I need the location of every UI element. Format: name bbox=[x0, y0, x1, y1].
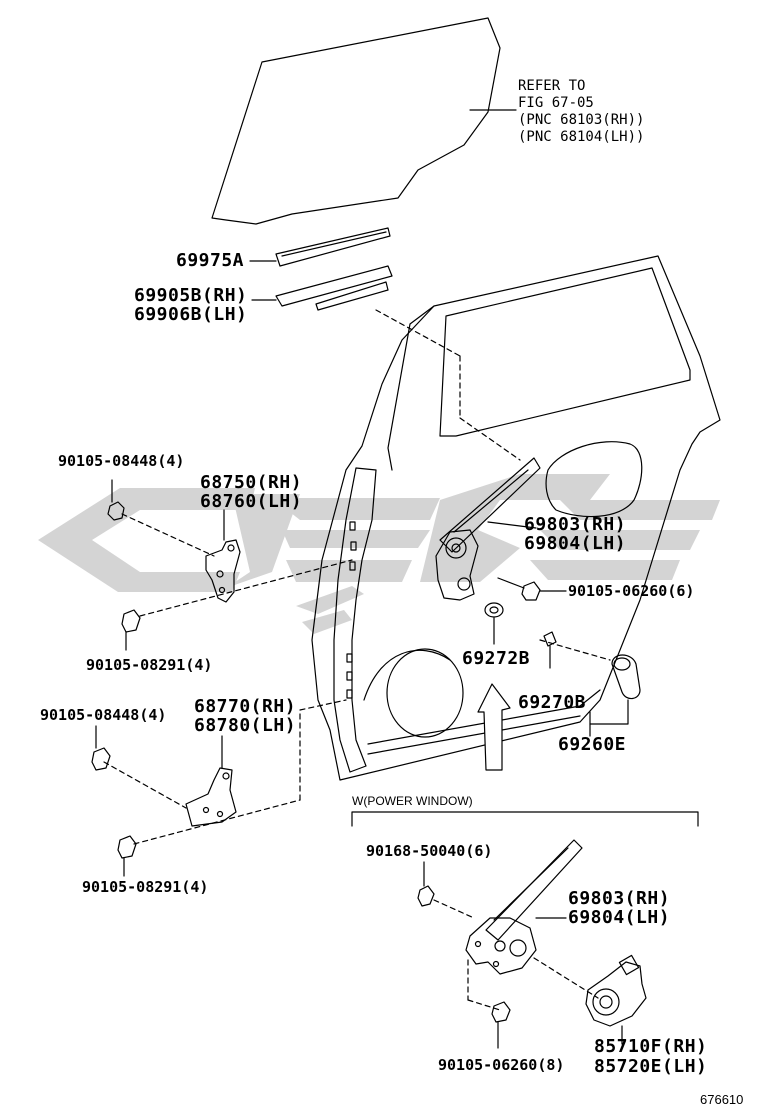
clip-69270b bbox=[543, 631, 557, 647]
refer-text-line1: REFER TO bbox=[518, 78, 586, 94]
part-label-90105-08291-bottom: 90105-08291(4) bbox=[82, 878, 209, 896]
handle-69260e bbox=[611, 654, 641, 700]
view-arrow bbox=[477, 683, 511, 771]
part-label-90105-06260-8: 90105-06260(8) bbox=[438, 1056, 565, 1074]
power-window-note: W(POWER WINDOW) bbox=[352, 794, 473, 808]
window-glass bbox=[211, 17, 501, 225]
part-label-68760: 68760(LH) bbox=[200, 491, 303, 512]
window-regulator-manual bbox=[435, 457, 541, 601]
part-label-69975a: 69975A bbox=[176, 250, 245, 271]
refer-text-line4: (PNC 68104(LH)) bbox=[518, 129, 645, 145]
weatherstrip-69905b bbox=[275, 265, 393, 307]
bolt-power-regulator-2 bbox=[491, 1001, 511, 1049]
part-label-68780: 68780(LH) bbox=[194, 715, 297, 736]
part-label-85720e: 85720E(LH) bbox=[594, 1056, 708, 1077]
part-label-69803-bottom: 69803(RH) bbox=[568, 888, 671, 909]
watermark-logo bbox=[38, 474, 720, 634]
bolt-bottom-hinge bbox=[91, 725, 111, 771]
part-label-90105-08291-top: 90105-08291(4) bbox=[86, 656, 213, 674]
part-label-90105-08448-bottom: 90105-08448(4) bbox=[40, 706, 167, 724]
part-label-69270b: 69270B bbox=[518, 692, 587, 713]
part-label-69272b: 69272B bbox=[462, 648, 531, 669]
part-label-68770: 68770(RH) bbox=[194, 696, 297, 717]
part-label-90105-08448-top: 90105-08448(4) bbox=[58, 452, 185, 470]
part-label-68750: 68750(RH) bbox=[200, 472, 303, 493]
bolt-bottom-hinge-2 bbox=[117, 835, 137, 877]
bolt-top-hinge bbox=[107, 479, 125, 521]
refer-text-line2: FIG 67-05 bbox=[518, 95, 594, 111]
window-motor bbox=[585, 954, 647, 1027]
part-label-69804-bottom: 69804(LH) bbox=[568, 907, 671, 928]
lower-hinge bbox=[185, 767, 237, 827]
part-label-90168-50040: 90168-50040(6) bbox=[366, 842, 493, 860]
washer-69272b bbox=[484, 602, 504, 618]
part-label-90105-06260-6: 90105-06260(6) bbox=[568, 582, 695, 600]
window-regulator-power bbox=[465, 839, 583, 975]
part-label-69804-top: 69804(LH) bbox=[524, 533, 627, 554]
part-label-69906b: 69906B(LH) bbox=[134, 304, 248, 325]
part-label-69803-top: 69803(RH) bbox=[524, 514, 627, 535]
bolt-top-hinge-2 bbox=[121, 609, 141, 651]
refer-text-line3: (PNC 68103(RH)) bbox=[518, 112, 645, 128]
part-label-69260e: 69260E bbox=[558, 734, 627, 755]
bolt-regulator bbox=[497, 577, 567, 601]
weatherstrip-69975a bbox=[275, 227, 391, 267]
figure-number: 676610 bbox=[700, 1092, 744, 1107]
bolt-power-regulator bbox=[417, 861, 435, 907]
rear-door bbox=[311, 255, 721, 781]
upper-hinge bbox=[205, 539, 241, 603]
part-label-69905b: 69905B(RH) bbox=[134, 285, 248, 306]
part-label-85710f: 85710F(RH) bbox=[594, 1036, 708, 1057]
